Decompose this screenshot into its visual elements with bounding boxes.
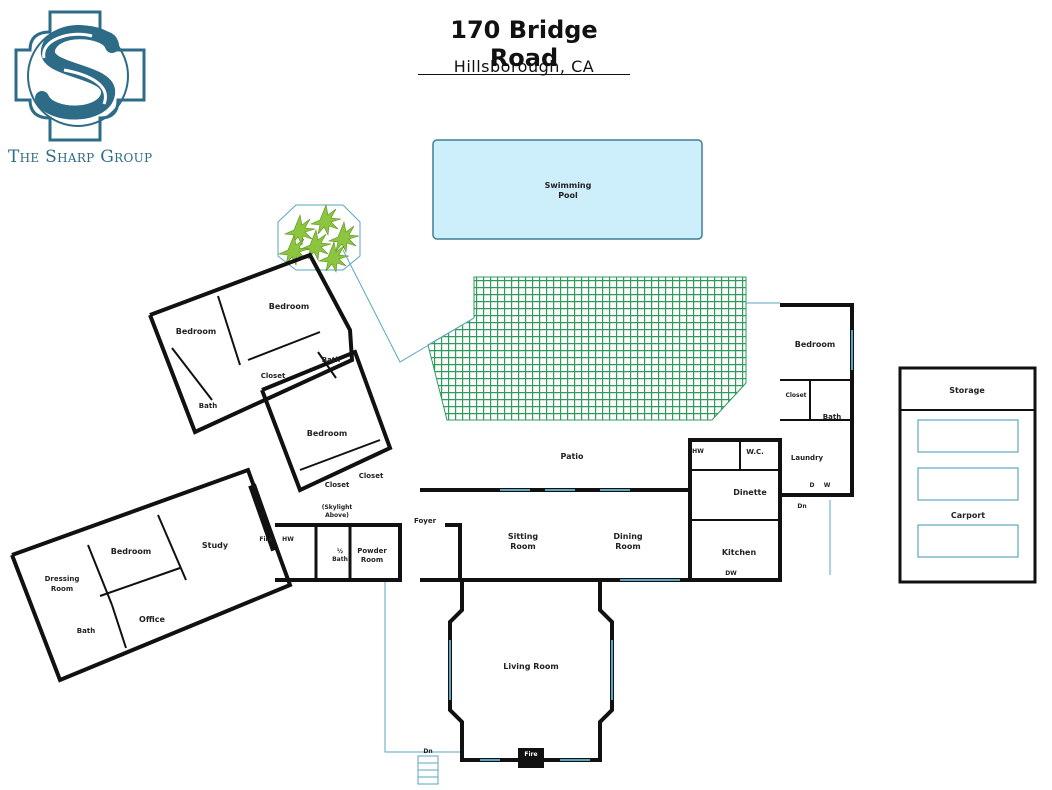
label-closet-east: Closet [785, 392, 806, 399]
label-bedroom-east: Bedroom [795, 340, 836, 349]
sharp-group-logo [14, 10, 146, 142]
label-bath-east: Bath [823, 413, 841, 421]
label-bath-wing: Bath [77, 627, 95, 635]
label-bedroom-center: Bedroom [307, 429, 348, 438]
label-bedroom-top: Bedroom [269, 302, 310, 311]
label-half-bath-1: ½ [337, 548, 343, 555]
label-swimming-pool-1: Swimming [545, 181, 592, 190]
label-dinette: Dinette [733, 488, 767, 497]
label-dn-laundry: Dn [797, 503, 806, 510]
site-lines [342, 249, 831, 753]
lawn-grid [427, 276, 747, 421]
label-sitting-1: Sitting [508, 532, 539, 541]
label-dressing-2: Room [51, 585, 73, 593]
page-title: 170 Bridge Road [418, 16, 630, 75]
label-dressing-1: Dressing [45, 575, 80, 583]
label-foyer: Foyer [414, 517, 437, 525]
label-closet-mid: Closet [261, 372, 286, 380]
label-dn-stairs: Dn [423, 748, 432, 755]
label-half-bath-2: Bath [332, 556, 348, 563]
label-bedroom-left: Bedroom [176, 327, 217, 336]
windows [449, 330, 853, 761]
label-washer: W [824, 482, 831, 489]
swimming-pool [432, 139, 703, 240]
brand-name: The Sharp Group [8, 147, 153, 167]
label-carport: Carport [951, 511, 985, 520]
label-dw: DW [725, 570, 737, 577]
label-closet-lower2: Closet [325, 481, 350, 489]
label-skylight-2: Above) [325, 512, 349, 519]
label-dryer: D [810, 482, 815, 489]
label-bath-mid: Bath [322, 356, 340, 364]
label-dining-2: Room [615, 542, 641, 551]
label-powder-1: Powder [357, 547, 387, 555]
carport-cars [917, 419, 1019, 558]
label-swimming-pool-2: Pool [558, 191, 578, 200]
palm-planter [277, 203, 361, 274]
label-office: Office [139, 615, 165, 624]
label-dining-1: Dining [613, 532, 643, 541]
label-storage: Storage [949, 386, 985, 395]
label-hw-kitchen: HW [692, 448, 704, 455]
room-labels: Patio Bedroom Bedroom Bath Closet Bath B… [45, 302, 986, 758]
label-laundry: Laundry [791, 454, 824, 462]
label-fire-study: Fire [259, 536, 272, 543]
label-skylight-1: (Skylight [322, 504, 353, 511]
label-bath-left: Bath [199, 402, 217, 410]
label-kitchen: Kitchen [722, 548, 757, 557]
label-hw-study: HW [282, 536, 294, 543]
fireplace-living [518, 748, 544, 768]
page-subtitle: Hillsborough, CA [453, 57, 595, 76]
stairs-down [417, 755, 439, 785]
label-sitting-2: Room [510, 542, 536, 551]
label-wc: W.C. [746, 448, 764, 456]
label-patio: Patio [560, 452, 584, 461]
label-powder-2: Room [361, 556, 383, 564]
label-study: Study [202, 541, 229, 550]
label-living-room: Living Room [503, 662, 559, 671]
label-bedroom-wing: Bedroom [111, 547, 152, 556]
label-closet-lower: Closet [359, 472, 384, 480]
label-fire-living: Fire [524, 751, 537, 758]
